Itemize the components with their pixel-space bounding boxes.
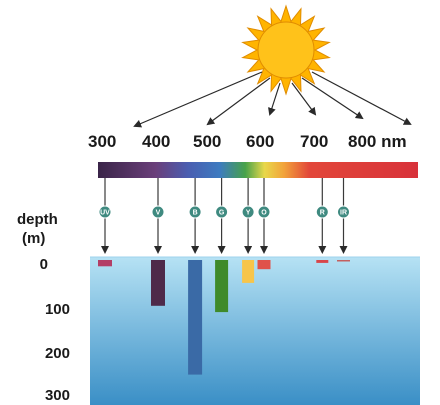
- sunlight-arrow: [311, 71, 412, 125]
- penetration-bar-r: [316, 260, 329, 263]
- depth-label: depth: [17, 211, 58, 228]
- color-badge: [257, 205, 271, 219]
- wavelength-label: 800 nm: [348, 132, 407, 151]
- water-column: [90, 257, 420, 405]
- penetration-bar-o: [257, 260, 271, 270]
- sunlight-arrows: [133, 71, 412, 128]
- wavelength-axis: 300 400 500 600 700 800 nm: [88, 132, 407, 151]
- light-rays: UV V B G Y O R IR: [98, 178, 350, 254]
- penetration-bar-v: [151, 260, 165, 306]
- sunlight-arrow: [206, 77, 271, 126]
- sun-icon: [241, 4, 331, 96]
- depth-tick-label: 200: [45, 345, 70, 362]
- color-badge: [215, 205, 229, 219]
- color-badge: [188, 205, 202, 219]
- penetration-bar-uv: [98, 260, 112, 267]
- color-badge: [337, 205, 350, 219]
- depth-tick-label: 300: [45, 387, 70, 404]
- penetration-bars: [98, 260, 350, 375]
- wavelength-label: 400: [142, 132, 170, 151]
- color-badge-label: R: [320, 210, 325, 217]
- wavelength-label: 300: [88, 132, 116, 151]
- color-badge: [151, 205, 165, 219]
- color-badge-label: O: [261, 210, 267, 217]
- depth-unit-label: (m): [22, 230, 45, 247]
- wavelength-label: 700: [300, 132, 328, 151]
- color-badge-label: G: [219, 210, 225, 217]
- color-badge-label: Y: [246, 210, 251, 217]
- color-badge: [98, 205, 112, 219]
- depth-tick-label: 0: [40, 256, 48, 273]
- spectrum-bar: [98, 162, 418, 178]
- color-badge-label: V: [156, 210, 161, 217]
- depth-axis: 0 100 200 300: [40, 256, 70, 404]
- color-badge-label: UV: [100, 210, 110, 217]
- penetration-bar-g: [215, 260, 229, 313]
- color-badge: [241, 205, 255, 219]
- wavelength-label: 500: [193, 132, 221, 151]
- sunlight-arrow: [133, 71, 263, 128]
- color-badge: [315, 205, 329, 219]
- color-badge-label: B: [193, 210, 198, 217]
- sunlight-arrow: [268, 82, 281, 116]
- wavelength-label: 600: [246, 132, 274, 151]
- penetration-bar-b: [188, 260, 203, 375]
- penetration-bar-ir: [337, 260, 350, 262]
- color-badge-label: IR: [340, 210, 347, 217]
- sunlight-arrow: [301, 77, 364, 120]
- sunlight-arrow: [291, 82, 317, 116]
- penetration-bar-y: [242, 260, 255, 283]
- depth-tick-label: 100: [45, 301, 70, 318]
